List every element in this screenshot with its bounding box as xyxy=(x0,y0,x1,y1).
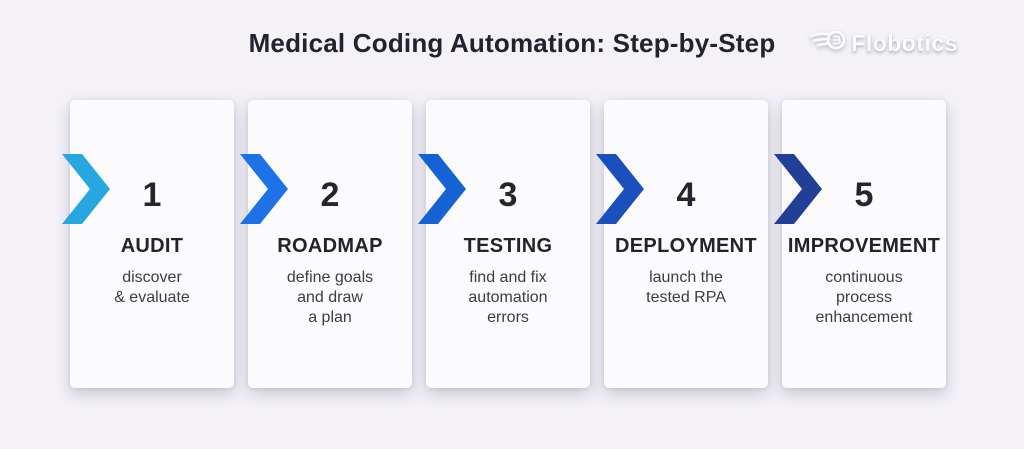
step-title: DEPLOYMENT xyxy=(615,235,757,257)
step-description: find and fix automation errors xyxy=(468,269,548,326)
step-title: IMPROVEMENT xyxy=(787,235,941,257)
step-card-deployment: 4 DEPLOYMENT launch the tested RPA xyxy=(596,100,768,388)
chevron-right-icon xyxy=(62,154,110,224)
step-description: continuous process enhancement xyxy=(815,269,913,326)
steps-row: 1 AUDIT discover & evaluate 2 ROADMAP de… xyxy=(62,100,946,388)
step-description: define goals and draw a plan xyxy=(286,269,374,326)
page-title: Medical Coding Automation: Step-by-Step xyxy=(248,28,776,58)
chevron-right-icon xyxy=(240,154,288,224)
chevron-right-icon xyxy=(774,154,822,224)
step-title: AUDIT xyxy=(120,235,184,257)
step-card-improvement: 5 IMPROVEMENT continuous process enhance… xyxy=(774,100,946,388)
step-number: 1 xyxy=(142,176,162,214)
step-card-roadmap: 2 ROADMAP define goals and draw a plan xyxy=(240,100,412,388)
step-description: launch the tested RPA xyxy=(646,269,726,306)
chevron-right-icon xyxy=(596,154,644,224)
step-title: ROADMAP xyxy=(277,235,383,257)
flobotics-logo-text: Flobotics xyxy=(851,30,958,56)
step-title: TESTING xyxy=(463,235,553,257)
step-description: discover & evaluate xyxy=(114,269,190,306)
step-card-audit: 1 AUDIT discover & evaluate xyxy=(62,100,234,388)
step-number: 3 xyxy=(498,176,518,214)
step-number: 2 xyxy=(320,176,340,214)
flobotics-wing-icon xyxy=(809,28,847,59)
step-number: 4 xyxy=(676,176,696,214)
flobotics-logo: Flobotics xyxy=(809,28,958,59)
chevron-right-icon xyxy=(418,154,466,224)
step-card-testing: 3 TESTING find and fix automation errors xyxy=(418,100,590,388)
step-number: 5 xyxy=(854,176,874,214)
